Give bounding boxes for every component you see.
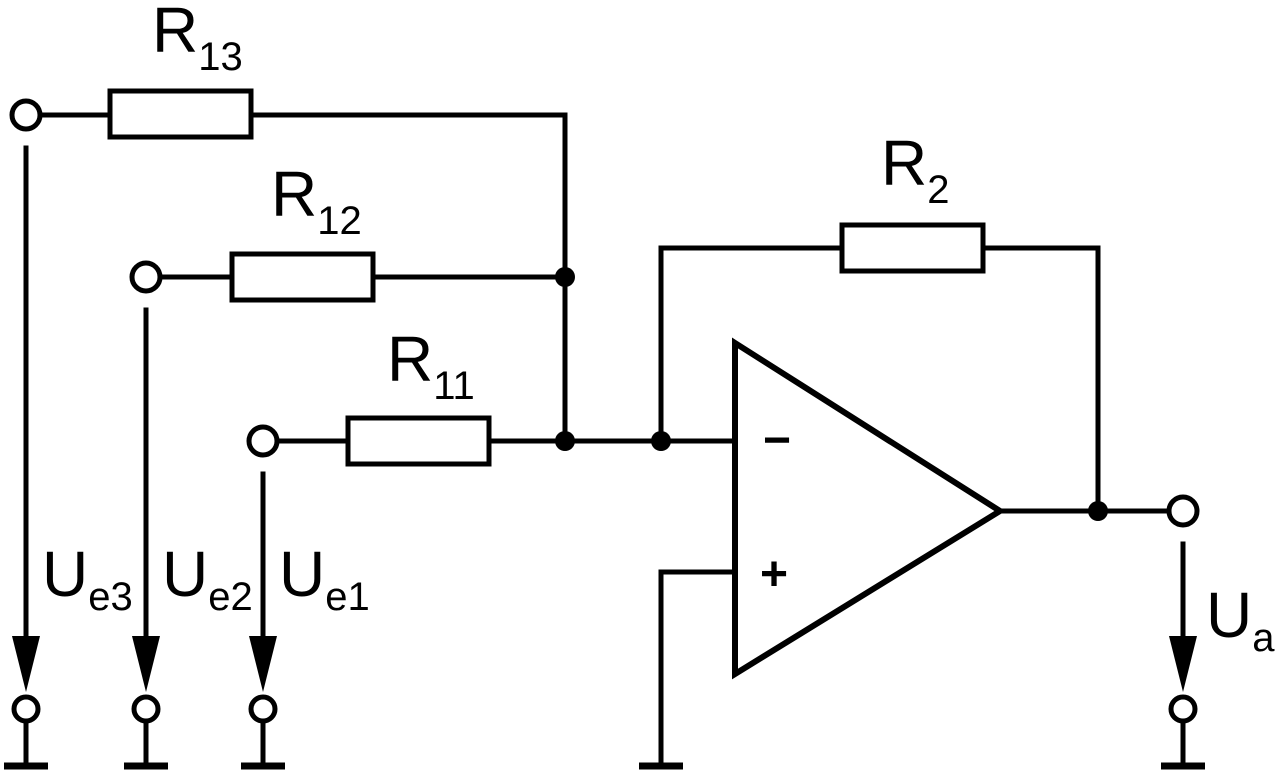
ground-ue3 (4, 718, 48, 770)
noninverting-wire (658, 569, 738, 765)
terminal-ue3-top (9, 98, 43, 132)
junction-dot-feedback (651, 431, 671, 451)
label-ue3: Ue3 (42, 538, 133, 619)
junction-dot-summing (555, 431, 575, 451)
resistor-r13 (107, 88, 254, 140)
input-branch-2 (159, 251, 568, 303)
input-branch-3 (39, 88, 568, 444)
voltage-arrow-ua (1169, 541, 1197, 692)
resistor-r2 (839, 222, 986, 274)
terminal-ue3-bottom (11, 694, 41, 724)
opamp-triangle (732, 337, 1006, 680)
label-ua: Ua (1206, 579, 1275, 660)
terminal-ue2-top (129, 260, 163, 294)
label-r13: R13 (152, 0, 243, 79)
terminal-ue1-bottom (248, 694, 278, 724)
opamp: − + (732, 337, 1006, 680)
label-r11: R11 (387, 323, 475, 408)
resistor-r11 (345, 415, 492, 467)
junction-dot-r12 (555, 267, 575, 287)
label-r12: R12 (271, 158, 362, 243)
label-ue1: Ue1 (279, 538, 370, 619)
opamp-inverting-sign: − (763, 414, 791, 467)
ground-ue1 (241, 718, 285, 770)
terminal-ua-bottom (1168, 694, 1198, 724)
voltage-arrow-ue1 (249, 471, 277, 692)
label-r2: R2 (881, 127, 949, 212)
voltage-arrow-ue2 (132, 307, 160, 692)
opamp-noninverting-sign: + (760, 548, 788, 601)
label-ue2: Ue2 (162, 538, 253, 619)
voltage-arrow-ue3 (12, 145, 40, 692)
terminal-ue2-bottom (131, 694, 161, 724)
terminal-ua-top (1166, 494, 1200, 528)
ground-ua (1161, 718, 1205, 770)
terminal-ue1-top (246, 424, 280, 458)
input-branch-1 (275, 415, 738, 467)
feedback-branch (658, 222, 1101, 514)
junction-dot-output (1088, 501, 1108, 521)
resistor-r12 (229, 251, 376, 303)
ground-ue2 (124, 718, 168, 770)
